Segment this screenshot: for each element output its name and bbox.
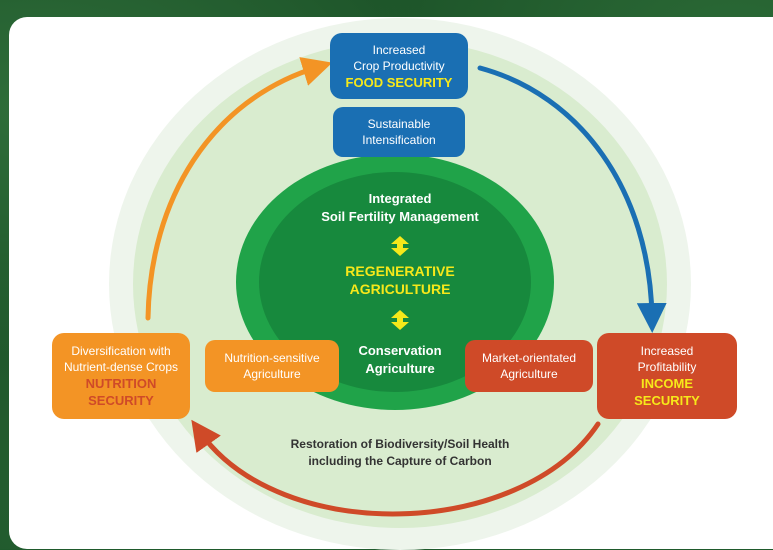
income-security-box: Increased Profitability INCOME SECURITY: [597, 333, 737, 419]
double-arrow-icon: [391, 236, 409, 256]
sustainable-intensification-box: Sustainable Intensification: [333, 107, 465, 157]
red-arrow: [191, 419, 601, 517]
income-security-line2: Profitability: [637, 360, 697, 374]
isfm-line2: Soil Fertility Management: [321, 209, 479, 224]
blue-arrow: [477, 65, 667, 333]
nutrition-security-highlight2: SECURITY: [88, 393, 154, 408]
isfm-label: Integrated Soil Fertility Management: [300, 190, 500, 226]
ca-line2: Agriculture: [365, 361, 435, 376]
income-security-highlight1: INCOME: [641, 376, 693, 391]
nutrition-sensitive-box: Nutrition-sensitive Agriculture: [205, 340, 339, 392]
nutrition-security-highlight1: NUTRITION: [85, 376, 157, 391]
food-security-line2: Crop Productivity: [353, 58, 445, 73]
caption-line2: including the Capture of Carbon: [308, 454, 492, 468]
regen-line2: AGRICULTURE: [349, 281, 451, 297]
nutrition-security-line1: Diversification with: [71, 344, 171, 358]
nutrition-sensitive-line1: Nutrition-sensitive: [224, 351, 320, 365]
nutrition-security-box: Diversification with Nutrient-dense Crop…: [52, 333, 190, 419]
market-orientated-box: Market-orientated Agriculture: [465, 340, 593, 392]
double-arrow-icon: [391, 310, 409, 330]
food-security-line1: Increased: [372, 42, 426, 57]
isfm-line1: Integrated: [368, 191, 432, 206]
food-security-box: Increased Crop Productivity FOOD SECURIT…: [330, 33, 468, 99]
nutrition-sensitive-line2: Agriculture: [243, 367, 301, 381]
market-orientated-line1: Market-orientated: [481, 351, 577, 365]
ca-line1: Conservation: [358, 343, 442, 358]
caption-line1: Restoration of Biodiversity/Soil Health: [290, 437, 510, 451]
regenerative-agriculture-label: REGENERATIVE AGRICULTURE: [300, 262, 500, 298]
orange-arrow: [145, 57, 333, 321]
sustainable-line2: Intensification: [362, 133, 436, 147]
regen-line1: REGENERATIVE: [345, 263, 455, 279]
market-orientated-line2: Agriculture: [500, 367, 558, 381]
income-security-line1: Increased: [640, 344, 694, 358]
nutrition-security-line2: Nutrient-dense Crops: [63, 360, 179, 374]
sustainable-line1: Sustainable: [367, 117, 431, 131]
income-security-highlight2: SECURITY: [634, 393, 700, 408]
conservation-agriculture-label: Conservation Agriculture: [320, 342, 480, 378]
food-security-highlight: FOOD SECURITY: [345, 74, 453, 90]
restoration-caption: Restoration of Biodiversity/Soil Health …: [250, 436, 550, 470]
